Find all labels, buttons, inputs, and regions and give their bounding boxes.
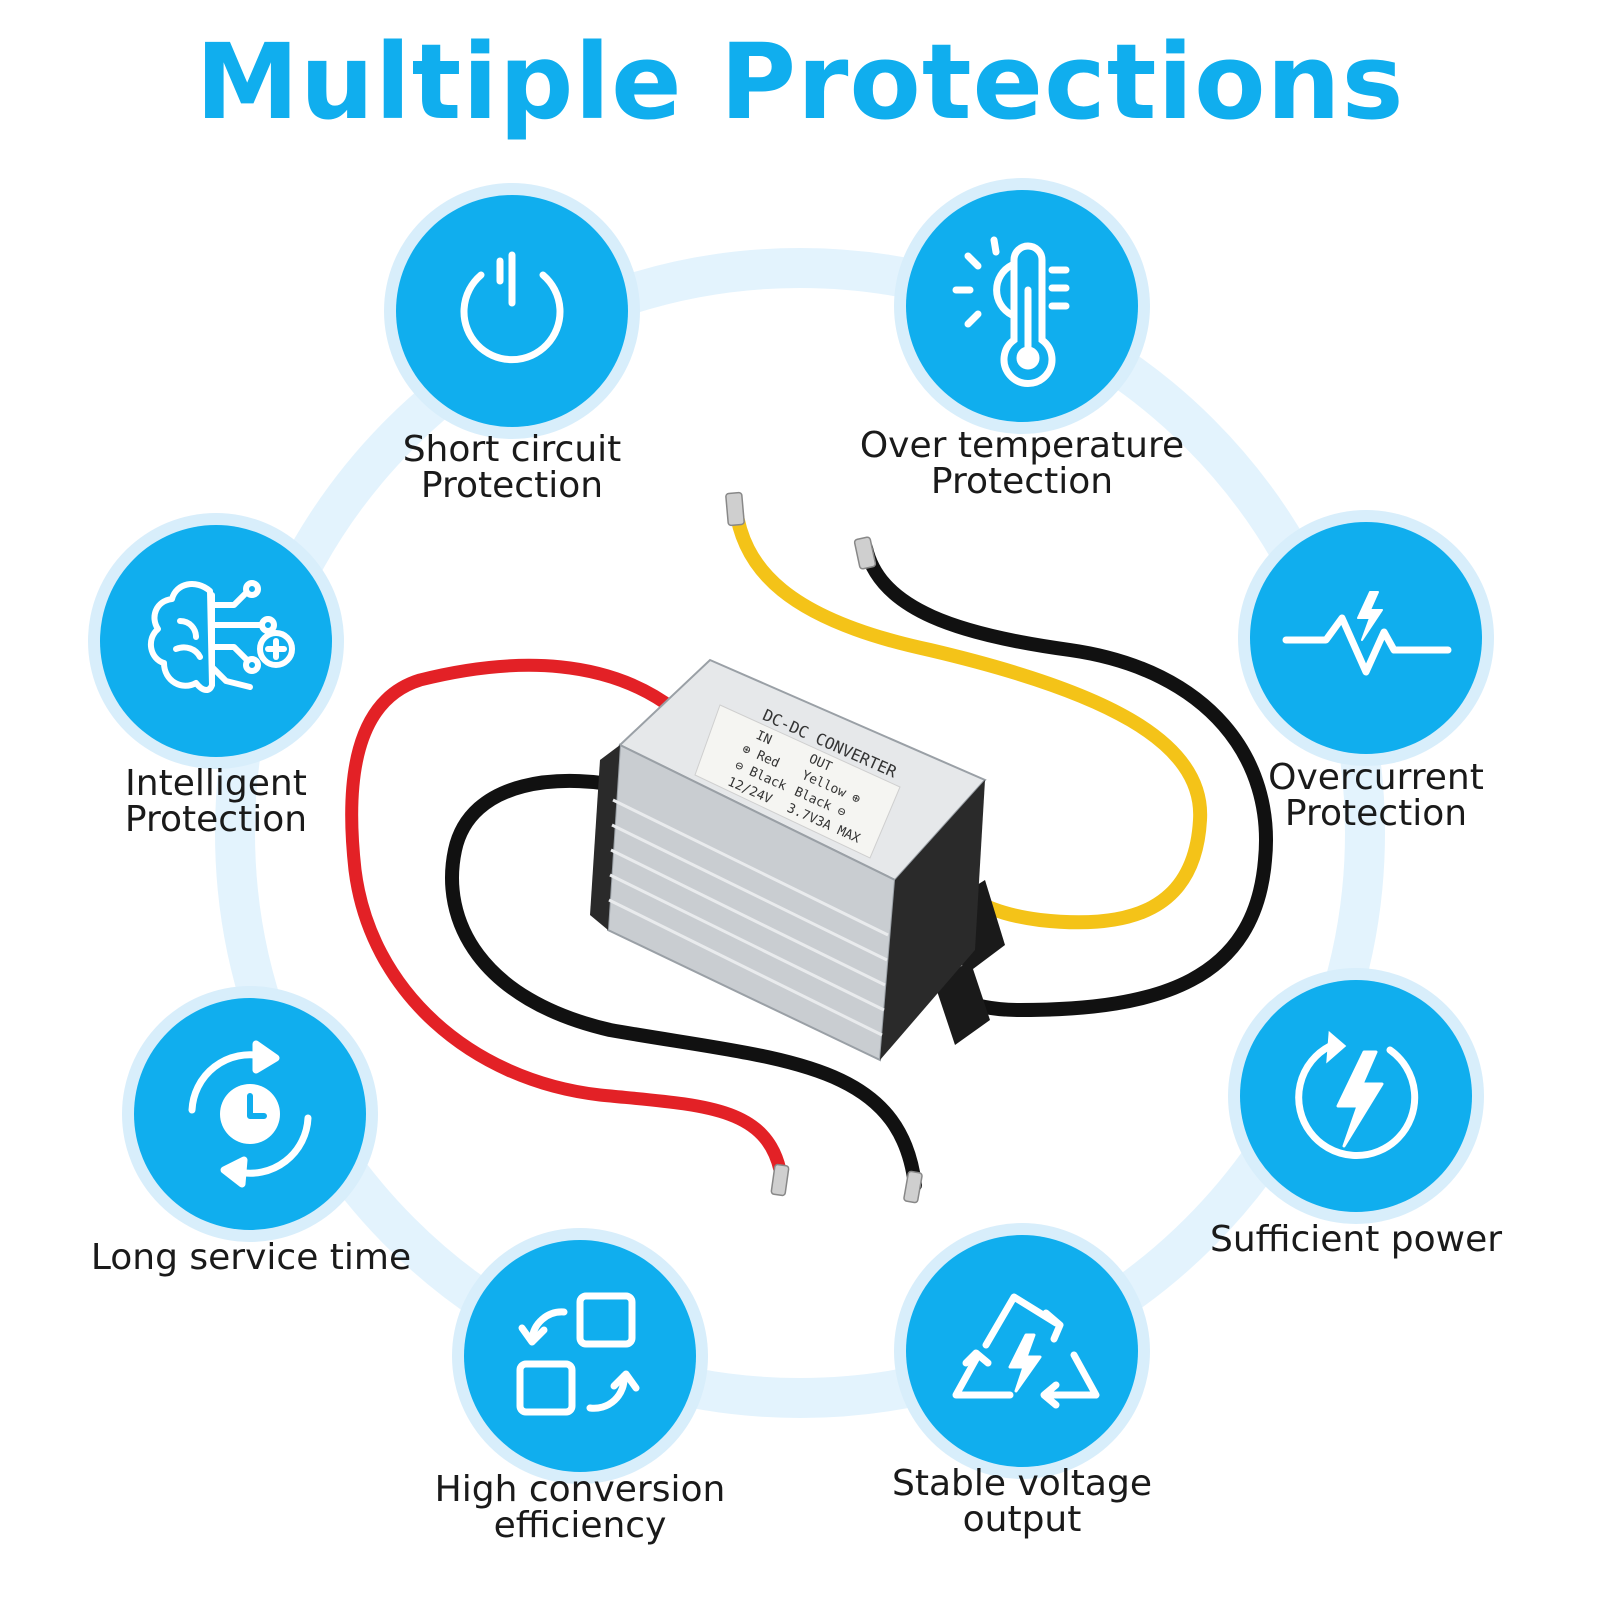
overcurrent-badge: [1250, 522, 1482, 754]
sufficient-power-label: Sufficient power: [1209, 1219, 1503, 1260]
recycle-bolt-icon: [952, 1293, 1100, 1409]
long-service-badge: [134, 998, 366, 1230]
long-service-label: Long service time: [90, 1237, 412, 1278]
stable-voltage-badge: [906, 1235, 1138, 1467]
black-input-wire: [445, 773, 922, 1192]
brain-circuit-icon: [147, 580, 295, 693]
intelligent-label: Intelligent Protection: [124, 763, 308, 840]
sufficient-power-badge: [1240, 980, 1472, 1212]
intelligent-badge: [100, 525, 332, 757]
thermometer-sun-icon: [952, 236, 1070, 387]
overcurrent-label: Overcurrent Protection: [1268, 757, 1484, 834]
stable-voltage-label: Stable voltage output: [892, 1463, 1152, 1540]
red-input-wire: [345, 658, 787, 1177]
converter-body: [590, 658, 1005, 1062]
short-circuit-label: Short circuit Protection: [402, 429, 622, 506]
high-conversion-label: High conversion efficiency: [434, 1469, 726, 1546]
short-circuit-badge: [396, 195, 628, 427]
page-title: Multiple Protections: [195, 21, 1405, 143]
swap-squares-icon: [516, 1292, 640, 1416]
power-icon: [460, 251, 564, 364]
clock-cycle-icon: [188, 1040, 312, 1188]
wire-tips: [725, 491, 923, 1204]
over-temperature-label: Over temperature Protection: [859, 425, 1185, 502]
pulse-bolt-icon: [1282, 591, 1452, 676]
black-output-wire: [859, 541, 1273, 1018]
circular-bolt-icon: [1295, 1030, 1419, 1159]
over-temperature-badge: [906, 190, 1138, 422]
high-conversion-badge: [464, 1240, 696, 1472]
yellow-output-wire: [728, 493, 1208, 930]
module-in-label: IN: [754, 728, 774, 748]
